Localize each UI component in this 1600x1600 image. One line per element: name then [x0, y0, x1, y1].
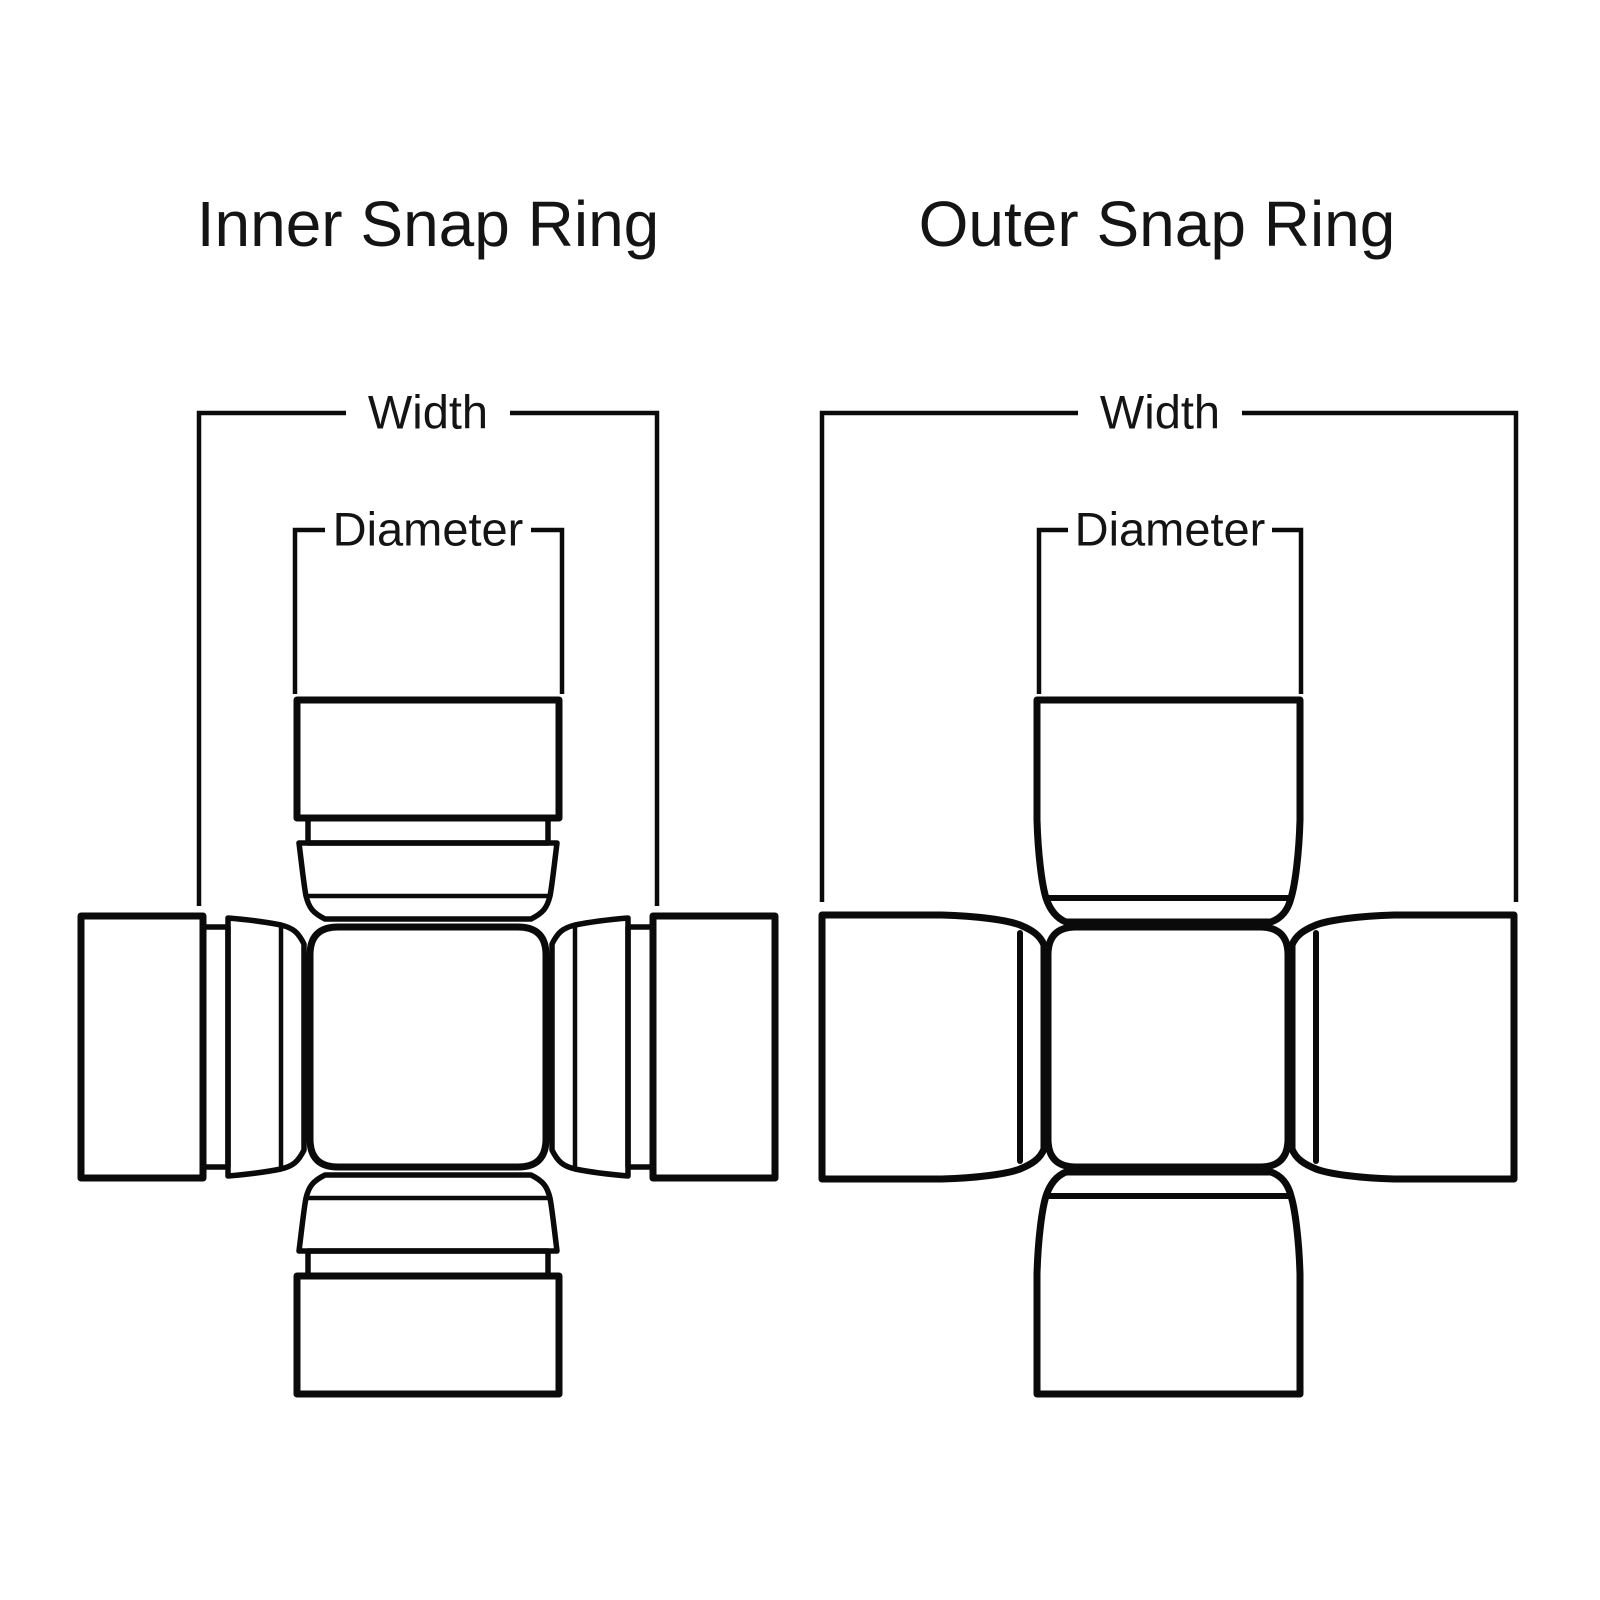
outer-diameter-label: Diameter	[1068, 505, 1272, 553]
inner-left-seal	[225, 915, 307, 1179]
inner-top-snap-ring-band	[305, 815, 551, 846]
inner-top-seal	[296, 840, 560, 922]
inner-left-bearing-cap	[77, 912, 207, 1182]
inner-bottom-seal	[296, 1172, 560, 1254]
inner-diagram-title: Inner Snap Ring	[196, 188, 660, 260]
outer-top-bearing-cap	[1033, 696, 1304, 926]
outer-snap-ring-drawing	[818, 410, 1519, 1398]
inner-width-bracket	[196, 410, 660, 906]
inner-center-body	[306, 923, 550, 1171]
inner-left-snap-ring-band	[200, 924, 231, 1170]
inner-right-snap-ring-band	[625, 924, 656, 1170]
outer-bottom-bearing-cap	[1033, 1168, 1304, 1398]
inner-bottom-snap-ring-band	[305, 1248, 551, 1279]
inner-diameter-label: Diameter	[326, 505, 530, 553]
outer-width-label: Width	[1093, 388, 1227, 436]
inner-width-label: Width	[361, 388, 495, 436]
outer-right-bearing-cap	[1288, 911, 1518, 1183]
outer-center-body	[1044, 923, 1292, 1171]
inner-right-bearing-cap	[649, 912, 779, 1182]
outer-width-bracket	[819, 410, 1519, 902]
inner-snap-ring-drawing	[77, 410, 779, 1398]
inner-bottom-bearing-cap	[293, 1272, 563, 1398]
inner-top-bearing-cap	[293, 696, 563, 822]
inner-right-seal	[549, 915, 631, 1179]
inner-diameter-bracket	[292, 527, 565, 694]
outer-diagram-title: Outer Snap Ring	[918, 188, 1396, 260]
outer-diameter-bracket	[1036, 527, 1304, 694]
outer-left-bearing-cap	[818, 911, 1048, 1183]
